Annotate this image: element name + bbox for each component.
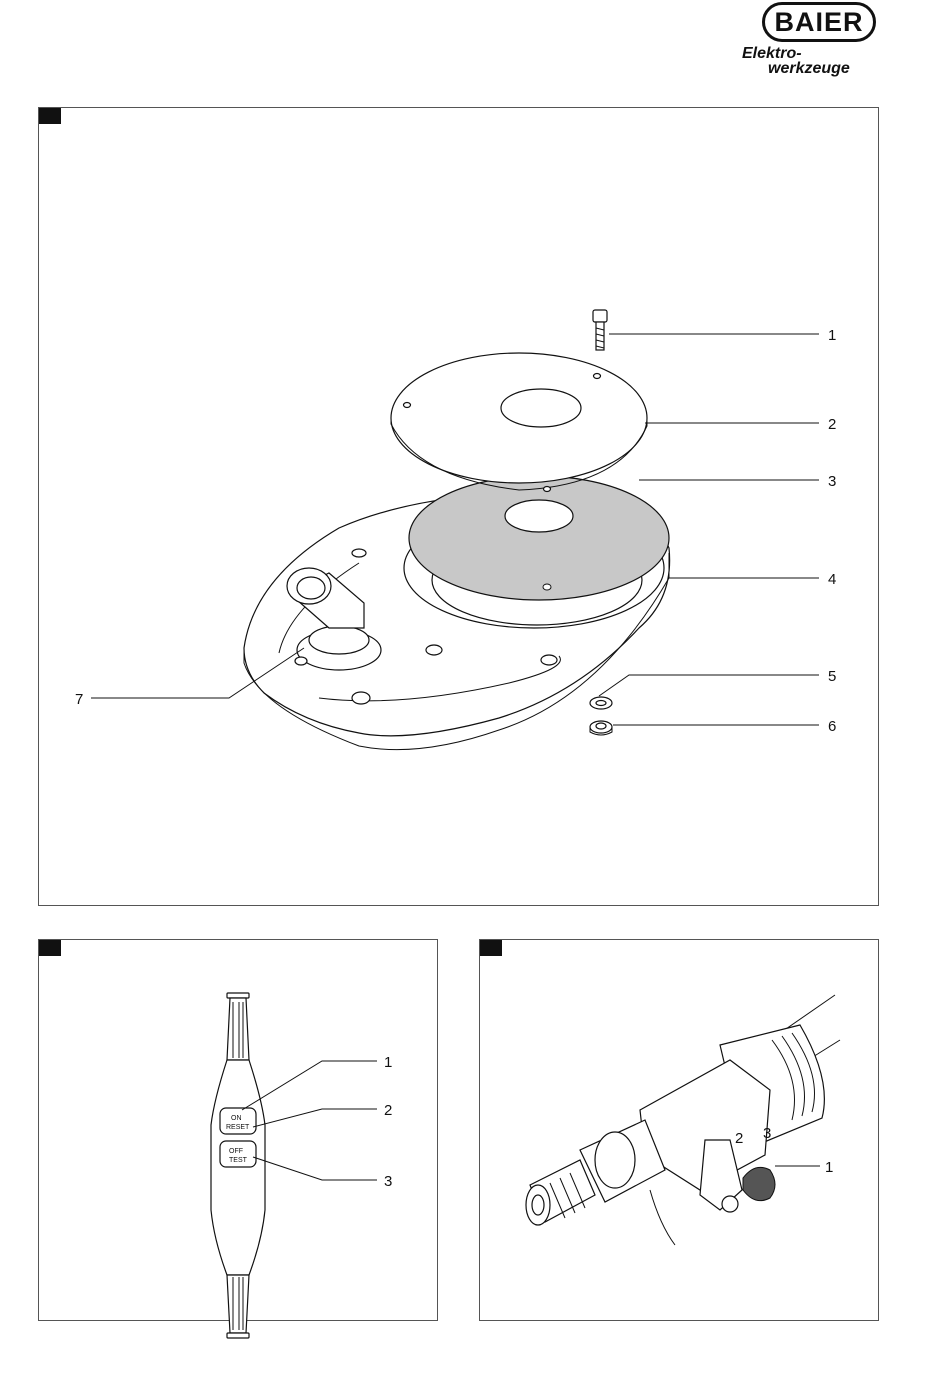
callout-1: 1	[828, 327, 836, 344]
rcd-callout-2: 2	[384, 1102, 392, 1119]
socket-screw	[593, 310, 607, 350]
hex-nut	[590, 721, 612, 735]
callout-7: 7	[75, 691, 83, 708]
test-label: TEST	[229, 1157, 248, 1164]
figure-panel-rcd-switch: ON RESET OFF TEST 1 2 3	[38, 939, 438, 1321]
gear-label-3: 3	[763, 1125, 771, 1142]
callout-5: 5	[828, 668, 836, 685]
figure-panel-base-plate: 1 2 3 4 5 6 7	[38, 107, 879, 906]
rcd-callout-3: 3	[384, 1173, 392, 1190]
logo-brand-name: BAIER	[762, 4, 876, 40]
adapter-plate	[391, 353, 647, 492]
rcd-callout-1: 1	[384, 1054, 392, 1071]
base-plate-exploded-drawing: 1 2 3 4 5 6 7	[39, 108, 880, 907]
drill-motor-drawing: 2 3 1	[480, 940, 880, 1322]
gear-label-2: 2	[735, 1130, 743, 1147]
brand-logo: BAIER Elektro- werkzeuge	[738, 2, 888, 80]
rcd-body: ON RESET OFF TEST	[211, 993, 265, 1338]
drill-motor-body: 2 3	[526, 995, 840, 1245]
reset-label: RESET	[226, 1124, 250, 1131]
rcd-switch-drawing: ON RESET OFF TEST 1 2 3	[39, 940, 439, 1322]
figure-panel-gear-selector: 2 3 1	[479, 939, 879, 1321]
callout-3: 3	[828, 473, 836, 490]
seal-ring	[409, 476, 669, 600]
drill-callout-1: 1	[825, 1159, 833, 1176]
logo-subtitle-line2: werkzeuge	[768, 61, 850, 77]
callout-6: 6	[828, 718, 836, 735]
callout-4: 4	[828, 571, 836, 588]
on-label: ON	[231, 1115, 242, 1122]
off-label: OFF	[229, 1148, 243, 1155]
callout-2: 2	[828, 416, 836, 433]
washer	[590, 697, 612, 709]
